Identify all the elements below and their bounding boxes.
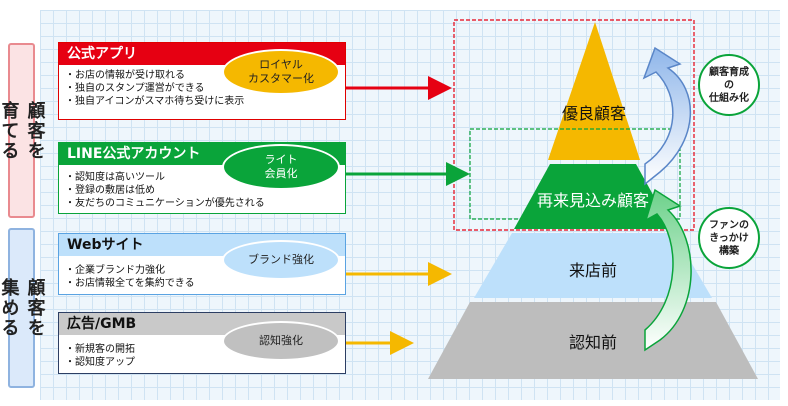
card-items: ・新規客の開拓 ・認知度アップ — [59, 335, 345, 369]
card-item: ・友だちのコミュニケーションが優先される — [65, 198, 265, 209]
pyramid-label-unaware: 認知前 — [568, 333, 617, 352]
badge-line: ライト — [264, 153, 298, 166]
card-item: ・お店情報全てを集約できる — [65, 278, 195, 289]
badge-awareness-strengthen: 認知強化 — [222, 321, 340, 361]
badge-line: カスタマー化 — [248, 72, 314, 85]
dashed-box-red — [453, 19, 695, 231]
card-item: ・認知度アップ — [65, 357, 135, 368]
badge-line: ブランド強化 — [248, 253, 314, 266]
badge-line: 会員化 — [264, 167, 298, 180]
badge-light-member: ライト会員化 — [222, 144, 340, 190]
dashed-box-green — [469, 128, 681, 220]
card-item: ・独自のスタンプ運営ができる — [65, 83, 205, 94]
bubble-line: 構築 — [719, 245, 739, 257]
card-item: ・独自アイコンがスマホ待ち受けに表示 — [65, 96, 245, 107]
card-item: ・お店の情報が受け取れる — [65, 70, 185, 81]
bubble-line: きっかけ — [709, 232, 749, 244]
card-item: ・新規客の開拓 — [65, 344, 135, 355]
badge-royal-customer: ロイヤルカスタマー化 — [222, 49, 340, 95]
pyramid-label-loyal: 優良顧客 — [561, 104, 626, 123]
pyramid-label-returning: 再来見込み顧客 — [536, 191, 649, 210]
bubble-line: の — [724, 79, 734, 91]
card-items: ・企業ブランド力強化 ・お店情報全てを集約できる — [59, 256, 345, 290]
curved-arrow-fan — [644, 188, 692, 352]
bubble-line: 顧客育成 — [709, 66, 749, 78]
card-items: ・お店の情報が受け取れる ・独自のスタンプ運営ができる ・独自アイコンがスマホ待… — [59, 65, 345, 108]
curved-arrow-nurture — [642, 46, 691, 186]
card-item: ・登録の敷居は低め — [65, 185, 155, 196]
pyramid-tier-blue — [474, 233, 712, 298]
card-item: ・企業ブランド力強化 — [65, 265, 165, 276]
card-items: ・認知度は高いツール ・登録の敷居は低め ・友だちのコミュニケーションが優先され… — [59, 165, 345, 210]
badge-line: 認知強化 — [259, 334, 303, 347]
card-item: ・認知度は高いツール — [65, 172, 165, 183]
pyramid-tier-yellow — [548, 22, 640, 160]
bubble-nurture-system: 顧客育成 の 仕組み化 — [698, 54, 760, 116]
bubble-fan-trigger: ファンの きっかけ 構築 — [698, 207, 760, 269]
pyramid-label-pre-visit: 来店前 — [568, 261, 617, 280]
badge-line: ロイヤル — [259, 58, 303, 71]
bubble-line: ファンの — [709, 219, 749, 231]
bubble-line: 仕組み化 — [709, 92, 749, 104]
pyramid-tier-green — [514, 164, 672, 229]
badge-brand-strengthen: ブランド強化 — [222, 240, 340, 280]
